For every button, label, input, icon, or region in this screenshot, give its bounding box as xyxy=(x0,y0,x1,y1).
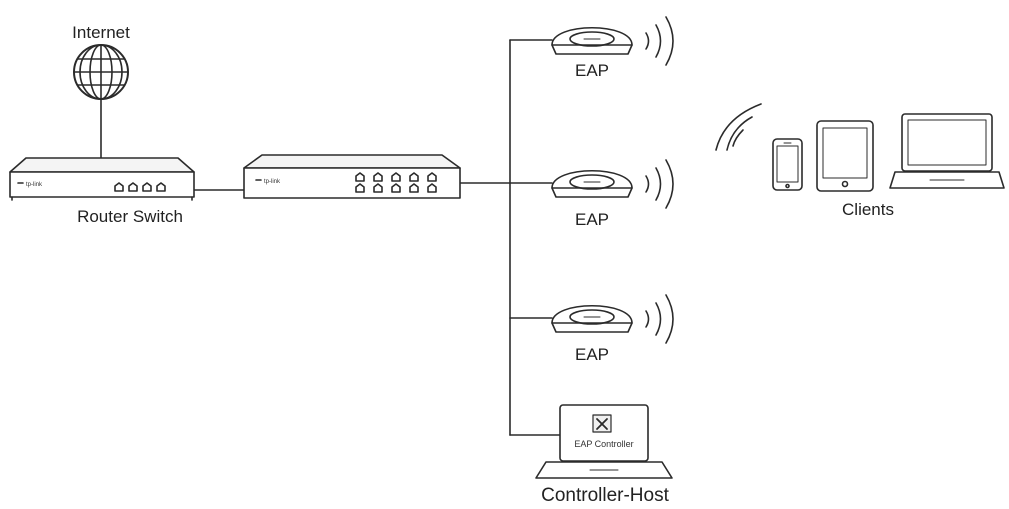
eap-label: EAP xyxy=(575,345,609,364)
access-point-icon xyxy=(551,169,633,198)
eap-label: EAP xyxy=(575,61,609,80)
access-point-icon xyxy=(551,26,633,55)
globe-icon xyxy=(73,44,129,100)
wifi-signal-icon xyxy=(645,294,674,344)
internet-label: Internet xyxy=(72,23,130,42)
wifi-signal-icon xyxy=(645,159,674,209)
router-label: Router Switch xyxy=(77,207,183,226)
router-icon xyxy=(9,157,195,201)
switch-brand-label: tp-link xyxy=(264,179,281,185)
wifi-signal-icon xyxy=(715,103,762,151)
wifi-signal-icon xyxy=(645,16,674,66)
controller-host-label: Controller-Host xyxy=(541,485,669,506)
controller-app-label: EAP Controller xyxy=(574,439,633,449)
router-brand-label: tp-link xyxy=(26,182,43,188)
switch-icon xyxy=(243,154,461,199)
laptop-icon xyxy=(889,113,1005,189)
laptop-icon xyxy=(535,404,673,479)
access-point-icon xyxy=(551,304,633,333)
controller-tools-icon xyxy=(592,414,612,433)
smartphone-icon xyxy=(772,138,803,191)
eap-label: EAP xyxy=(575,210,609,229)
clients-label: Clients xyxy=(842,200,894,219)
tablet-icon xyxy=(816,120,874,192)
connection-lines xyxy=(100,39,561,436)
